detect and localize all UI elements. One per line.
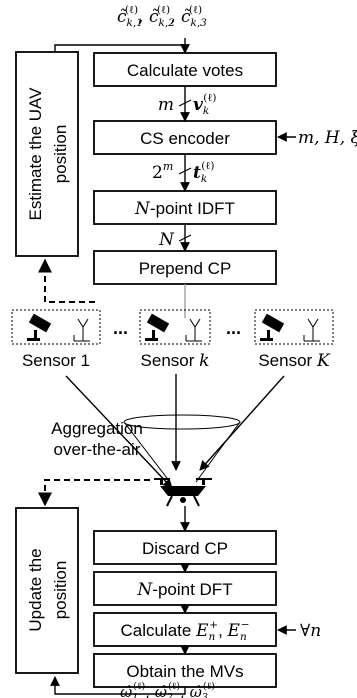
- sensor-1-frame: [11, 309, 101, 345]
- dft-label: N-point DFT: [136, 580, 232, 600]
- prepend-cp-label: Prepend CP: [139, 259, 232, 278]
- estimate-uav-position-box: [15, 51, 79, 257]
- antenna-icon: [303, 318, 320, 342]
- update-position-box: [15, 507, 79, 674]
- svg-text:∀n: ∀n: [300, 621, 321, 641]
- calculate-votes-box: [93, 52, 277, 87]
- discard-cp-label: Discard CP: [142, 539, 228, 558]
- aggregation-label: Aggregation over-the-air: [51, 419, 143, 459]
- sensor-K-label: Sensor K: [258, 351, 331, 371]
- arrow-sensor-1: [65, 375, 173, 489]
- output-feedback-line: [50, 676, 186, 695]
- svg-text:N-point IDFT: N-point IDFT: [134, 199, 235, 219]
- label-t: tk(ℓ): [193, 160, 214, 185]
- uav-drone-icon: [154, 478, 212, 507]
- update-label-line2: position: [51, 561, 70, 620]
- label-2m: 2m: [152, 160, 173, 183]
- cs-encoder-box: [93, 120, 277, 155]
- camera-icon: [145, 313, 170, 341]
- cs-params-label: m, H, ξ: [298, 128, 357, 148]
- svg-text:N-point DFT: N-point DFT: [136, 580, 232, 600]
- estimate-label-line2: position: [51, 125, 70, 184]
- camera-icon: [27, 313, 52, 341]
- discard-cp-box: [93, 530, 277, 565]
- svg-text:2m: 2m: [152, 160, 173, 183]
- forall-label: ∀n: [300, 621, 321, 641]
- dots-left: ...: [113, 318, 128, 338]
- label-v: vk(ℓ): [193, 92, 217, 117]
- aggregation-cone: [123, 414, 241, 483]
- obtain-mvs-label: Obtain the MVs: [126, 662, 243, 681]
- label-m: m: [158, 95, 174, 115]
- svg-text:Calculate En+, En−: Calculate En+, En−: [120, 619, 249, 643]
- idft-label: N-point IDFT: [134, 199, 235, 219]
- svg-text:tk(ℓ): tk(ℓ): [193, 160, 214, 185]
- bottom-output-text: ω̂1(ℓ), ω̂2(ℓ), ω̂3(ℓ): [120, 681, 215, 698]
- top-input-label: c̃k,1(ℓ), c̃k,2(ℓ), c̃k,3(ℓ): [117, 4, 207, 29]
- dots-right: ...: [226, 318, 241, 338]
- sensor-1: [11, 309, 101, 345]
- antenna-icon: [185, 318, 202, 342]
- input-branch-line: [54, 44, 185, 52]
- svg-text:Aggregation: Aggregation: [51, 419, 143, 438]
- svg-text:over-the-air: over-the-air: [54, 440, 141, 459]
- svg-text:Sensor k: Sensor k: [141, 351, 210, 371]
- sensor-feedback-dashed: [38, 258, 95, 303]
- obtain-mvs-box: [93, 653, 277, 688]
- svg-text:vk(ℓ): vk(ℓ): [193, 92, 217, 117]
- sensor-1-label: Sensor 1: [22, 351, 90, 370]
- sensor-k-label: Sensor k: [141, 351, 210, 371]
- svg-text:Sensor K: Sensor K: [258, 351, 331, 371]
- svg-text:c̃k,1(ℓ), c̃k,2(ℓ), c̃k,3(ℓ): c̃k,1(ℓ), c̃k,2(ℓ), c̃k,3(ℓ): [117, 4, 207, 29]
- dft-box: [93, 571, 277, 606]
- votes-bus-slash: [178, 99, 192, 107]
- encoder-bus-slash: [178, 167, 192, 175]
- idft-bus-slash: [178, 234, 192, 242]
- arrow-sensor-K: [199, 375, 285, 471]
- antenna-icon: [73, 318, 90, 342]
- estimate-label-line1: Estimate the UAV: [26, 87, 45, 221]
- cs-encoder-label: CS encoder: [140, 129, 230, 148]
- calculate-energy-label: Calculate En+, En−: [120, 619, 249, 643]
- sensor-K: [254, 309, 334, 345]
- label-N: N: [158, 230, 175, 250]
- sensor-k: [139, 309, 211, 345]
- calculate-votes-label: Calculate votes: [127, 61, 243, 80]
- update-label-line1: Update the: [26, 548, 45, 631]
- uav-feedback-dashed: [38, 479, 150, 507]
- camera-icon: [260, 313, 285, 341]
